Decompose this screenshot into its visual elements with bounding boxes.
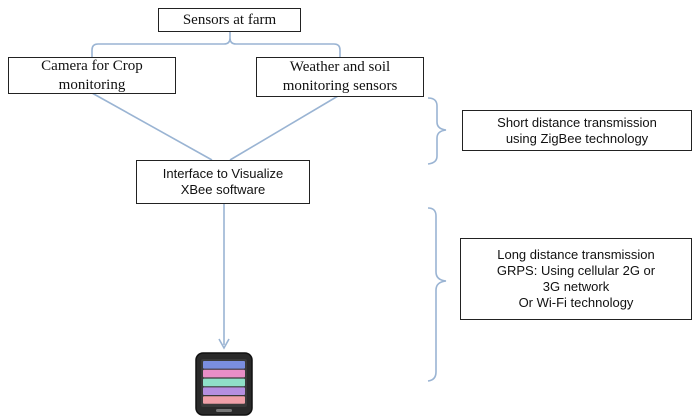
connector-camera-to-interface [91, 92, 213, 161]
tablet-screen-row [203, 361, 245, 369]
sensors-at-farm-label: Sensors at farm [182, 11, 277, 28]
short-tx-line-1: Short distance transmission [497, 114, 657, 130]
connector-weather-to-interface [229, 95, 339, 161]
weather-label-line-2: monitoring sensors [282, 78, 398, 94]
camera-label-line-2: monitoring [58, 76, 126, 93]
tablet-screen-row [203, 396, 245, 404]
long-tx-line-3: 3G network [542, 279, 610, 294]
interface-label-line-2: XBee software [180, 182, 266, 197]
long-tx-line-2: GRPS: Using cellular 2G or [496, 263, 656, 278]
brace-long-icon [427, 207, 447, 382]
connector-sensors-to-children [91, 31, 341, 57]
short-distance-box: Short distance transmission using ZigBee… [462, 110, 692, 151]
weather-label-line-1: Weather and soil [289, 59, 391, 75]
short-tx-line-2: using ZigBee technology [505, 130, 649, 146]
sensors-at-farm-box: Sensors at farm [158, 8, 301, 32]
long-distance-box: Long distance transmission GRPS: Using c… [460, 238, 692, 320]
long-tx-line-4: Or Wi-Fi technology [518, 295, 634, 310]
camera-label-line-1: Camera for Crop [41, 57, 143, 74]
camera-box: Camera for Crop monitoring [8, 57, 176, 94]
tablet-screen-row [203, 378, 245, 387]
tablet-screen-row [203, 387, 245, 395]
weather-soil-box: Weather and soil monitoring sensors [256, 57, 424, 97]
tablet-screen-row [203, 369, 245, 378]
tablet-device-icon [195, 352, 253, 416]
arrowhead-down-icon [218, 338, 230, 350]
brace-short-icon [427, 97, 447, 165]
interface-label-line-1: Interface to Visualize [162, 166, 284, 181]
long-tx-line-1: Long distance transmission [497, 247, 655, 262]
interface-box: Interface to Visualize XBee software [136, 160, 310, 204]
